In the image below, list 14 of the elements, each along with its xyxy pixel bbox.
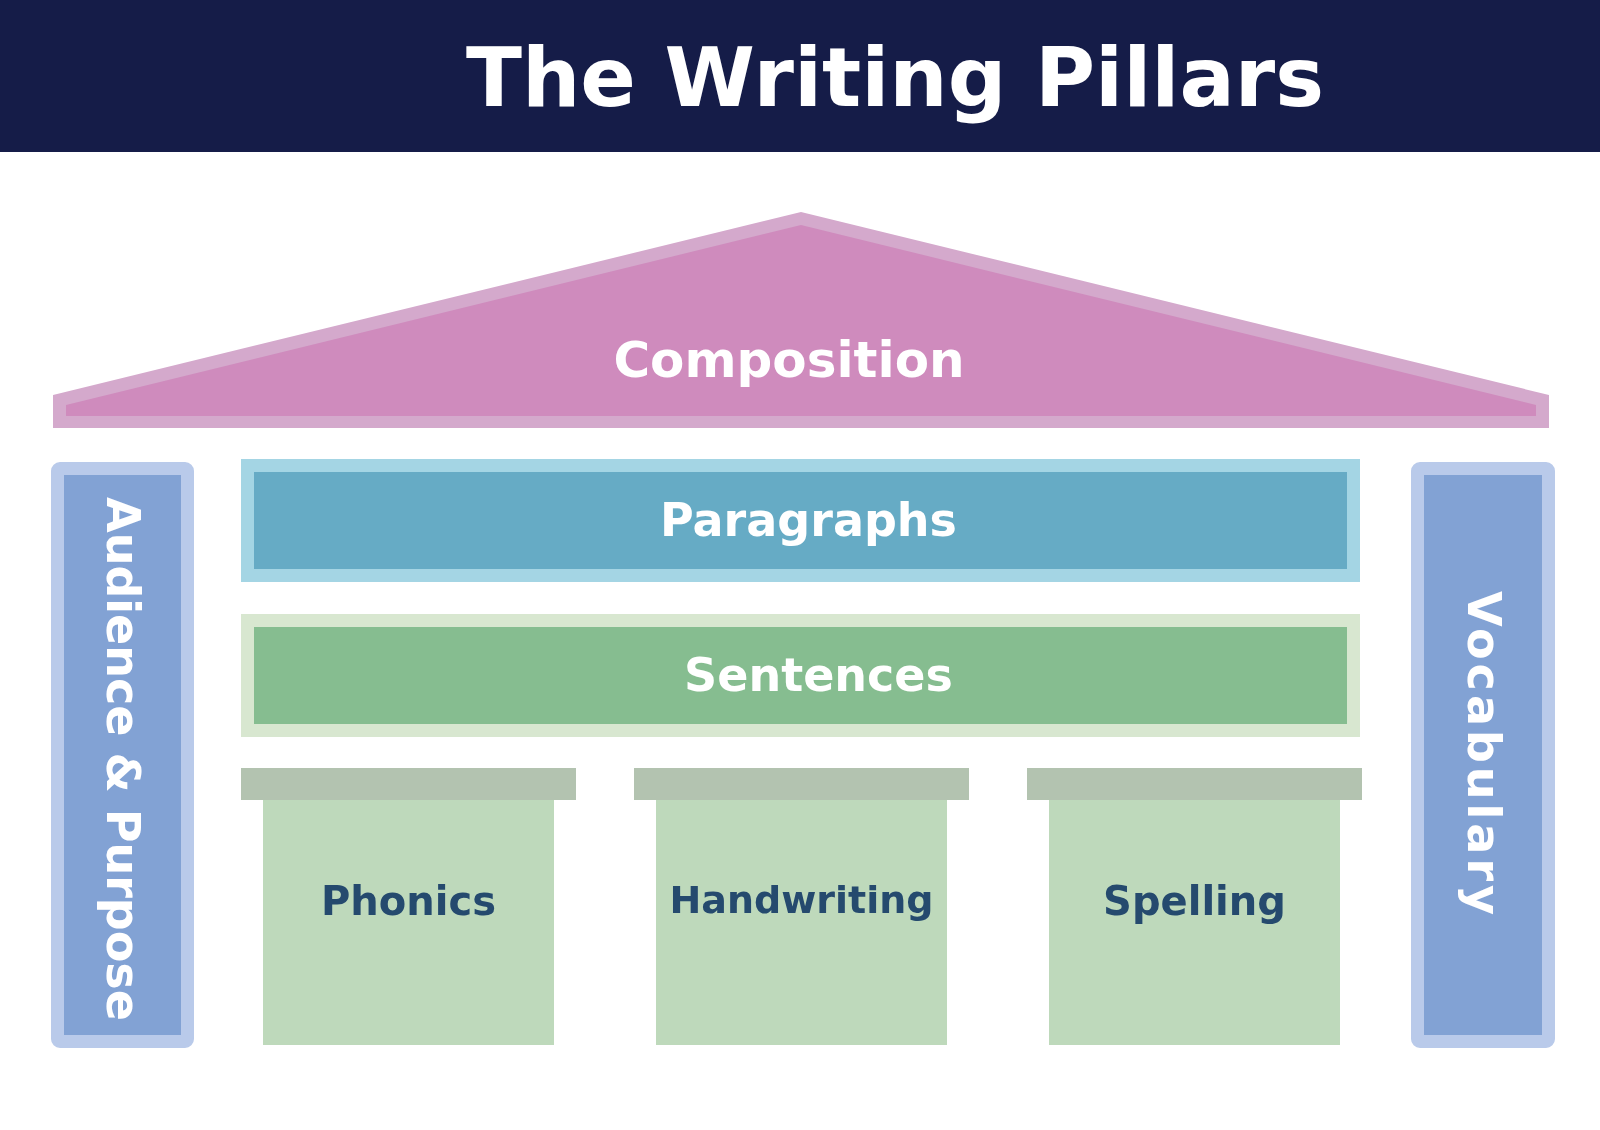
side-column (1411, 462, 1555, 1048)
band (241, 459, 1360, 582)
band-label: Sentences (684, 647, 953, 704)
roof-label: Composition (613, 330, 965, 390)
side-column (51, 462, 194, 1048)
band (241, 614, 1360, 737)
pillar-label: Spelling (1103, 877, 1286, 925)
column-label: Audience & Purpose (95, 497, 151, 1021)
page-title: The Writing Pillars (466, 28, 1324, 127)
pillar-label: Handwriting (669, 878, 934, 924)
column-label: Vocabulary (1455, 590, 1511, 920)
band-label: Paragraphs (660, 492, 957, 549)
pillar-label: Phonics (321, 877, 496, 925)
roof-shape (53, 212, 1549, 428)
